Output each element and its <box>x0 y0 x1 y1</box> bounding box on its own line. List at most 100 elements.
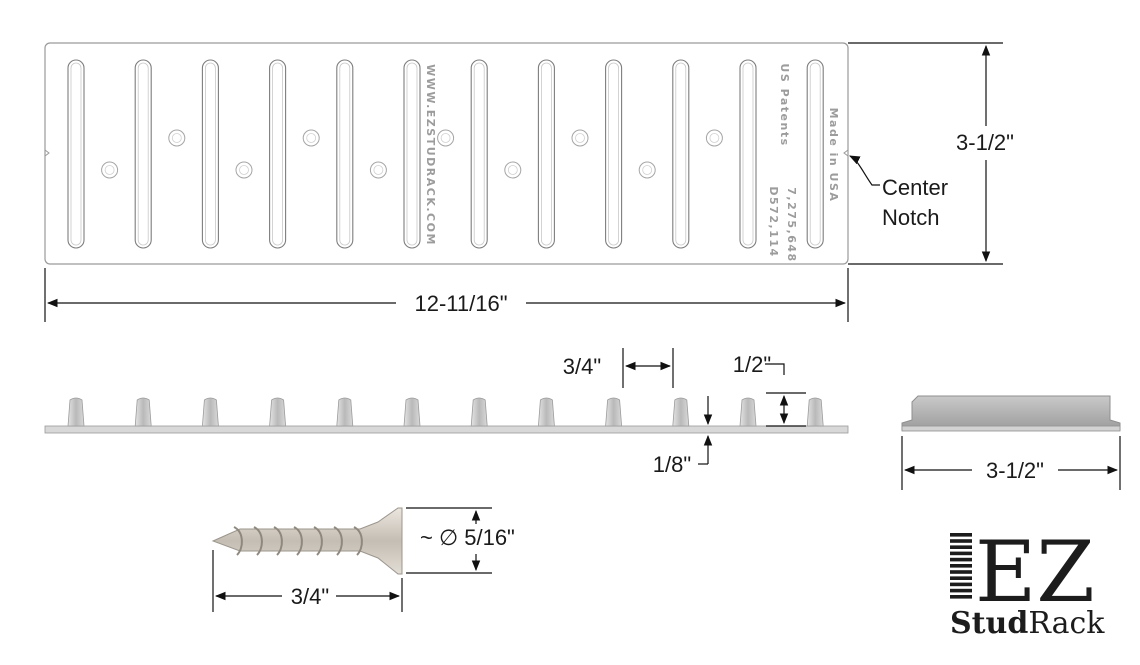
end-view-width-label: 3-1/2" <box>986 458 1044 483</box>
plate-slot <box>336 59 354 249</box>
logo-word-regular: Rack <box>1028 606 1105 641</box>
plate-slot-inner <box>675 62 687 246</box>
screw-thread <box>293 526 303 556</box>
side-peg <box>470 397 488 427</box>
plate-slot <box>739 59 757 249</box>
plate-slot-inner <box>70 62 82 246</box>
plate-slot-inner <box>204 62 216 246</box>
logo-stripe <box>950 533 972 537</box>
plate-slot-inner <box>742 62 754 246</box>
plate-width-label: 3-1/2" <box>956 130 1014 155</box>
logo-mark: EZ <box>975 523 1095 621</box>
plate-hole-inner <box>575 133 585 143</box>
logo-stripe <box>950 582 972 587</box>
screw-thread <box>313 526 323 556</box>
plate-slot-inner <box>473 62 485 246</box>
plate-hole <box>504 161 522 179</box>
center-notch-left <box>44 149 50 157</box>
plate-slot <box>403 59 421 249</box>
side-peg <box>201 397 219 427</box>
plate-hole-inner <box>709 133 720 143</box>
plate-hole <box>168 129 186 147</box>
side-peg <box>336 397 354 427</box>
side-base <box>44 425 849 434</box>
side-peg <box>67 397 85 427</box>
plate-hole-inner <box>373 165 384 175</box>
side-peg <box>134 397 152 427</box>
logo-stripe <box>950 576 972 580</box>
plate-hole-inner <box>440 133 451 143</box>
plate-hole-inner <box>171 133 182 143</box>
plate-slot-inner <box>137 62 149 246</box>
logo-stripe <box>950 588 972 593</box>
plate-slot <box>672 59 690 249</box>
plate-patent-2: D572,114 <box>767 186 780 257</box>
center-notch-callout: Center Notch <box>849 155 948 230</box>
logo-stripe <box>950 551 972 556</box>
plate-slot-inner <box>406 62 418 246</box>
plate-slots <box>67 59 824 249</box>
plate-slot-inner <box>809 62 821 246</box>
plate-side-view <box>44 397 849 434</box>
logo-stripe <box>950 564 972 568</box>
screw-diameter-label: ~ ∅ 5/16" <box>420 525 515 550</box>
callout-line-1: Center <box>882 175 948 200</box>
plate-slot-inner <box>272 62 284 246</box>
peg-spacing-label: 3/4" <box>563 354 601 379</box>
side-pegs <box>67 397 824 427</box>
center-notch-right <box>843 149 849 157</box>
plate-slot <box>806 59 824 249</box>
peg-height-label: 1/2" <box>733 352 771 377</box>
side-peg <box>403 397 421 427</box>
logo-stripe <box>950 595 972 599</box>
plate-slot <box>134 59 152 249</box>
logo-word-bold: Stud <box>950 606 1028 641</box>
plate-end-view: 3-1/2" <box>901 395 1121 490</box>
plate-hole <box>437 129 455 147</box>
plate-hole-inner <box>642 165 653 175</box>
logo-stripe <box>950 545 972 549</box>
plate-patent-1: 7,275,648 <box>785 187 798 262</box>
peg-spacing-dimension: 3/4" <box>563 348 674 388</box>
base-thickness-dimension: 1/8" <box>653 396 713 477</box>
plate-hole <box>235 161 253 179</box>
plate-slot-inner <box>339 62 351 246</box>
plate-patents-label: US Patents <box>778 63 791 146</box>
plate-hole-inner <box>239 165 249 175</box>
plate-slot <box>537 59 555 249</box>
side-peg <box>269 397 287 427</box>
screw-thread <box>233 526 243 556</box>
plate-slot-inner <box>608 62 619 246</box>
plate-slot <box>201 59 219 249</box>
plate-top-view: WWW.EZSTUDRACK.COM US Patents 7,275,648 … <box>44 42 849 265</box>
screw-illustration <box>211 507 403 575</box>
plate-hole <box>369 161 387 179</box>
plate-made-in-text: Made in USA <box>827 108 840 203</box>
screw-threads <box>233 526 363 556</box>
plate-hole-inner <box>507 165 518 175</box>
plate-outline <box>44 42 849 265</box>
logo-stripe <box>950 570 972 574</box>
logo-wordmark: StudRack <box>950 606 1105 641</box>
plate-hole <box>638 161 656 179</box>
plate-hole <box>101 161 119 179</box>
plate-slot <box>269 59 287 249</box>
plate-slot-inner <box>541 62 552 246</box>
plate-hole-inner <box>104 165 115 175</box>
plate-website-text: WWW.EZSTUDRACK.COM <box>424 64 437 246</box>
side-peg <box>672 397 690 427</box>
callout-line-2: Notch <box>882 205 939 230</box>
screw-thread <box>333 526 343 556</box>
logo-stripe <box>950 557 972 562</box>
plate-hole-inner <box>306 133 317 143</box>
screw-length-label: 3/4" <box>291 584 329 609</box>
screw-thread <box>353 526 363 556</box>
plate-length-dimension: 12-11/16" <box>44 268 849 322</box>
base-thickness-label: 1/8" <box>653 452 691 477</box>
plate-slot <box>67 59 85 249</box>
plate-width-dimension: 3-1/2" <box>848 42 1028 265</box>
side-peg <box>537 397 555 427</box>
side-peg <box>605 397 623 427</box>
plate-hole <box>571 129 589 147</box>
